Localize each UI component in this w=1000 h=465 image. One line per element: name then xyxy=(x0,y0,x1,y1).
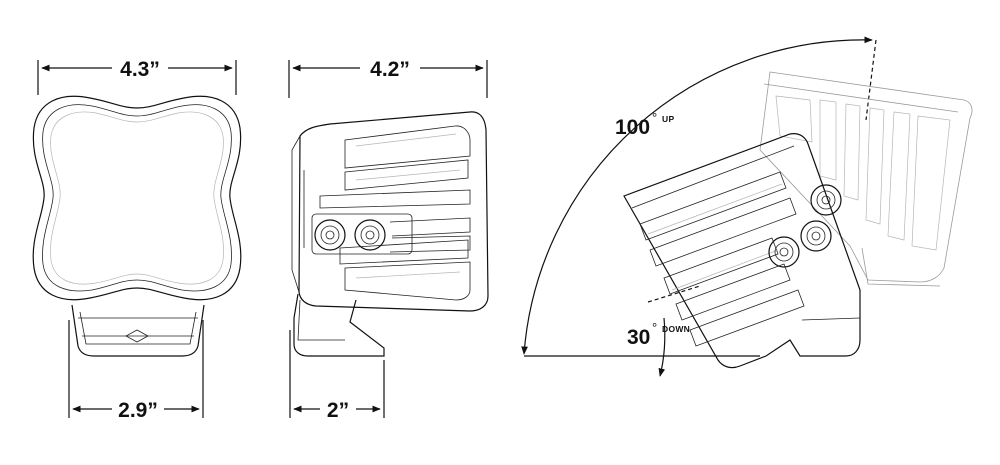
front-lens-inner-ring xyxy=(50,111,224,285)
angle-up-suffix: UP xyxy=(662,114,674,124)
angle-down-suffix: DOWN xyxy=(662,324,690,334)
front-housing-outline xyxy=(32,95,242,301)
angle-up-value: 100 xyxy=(615,116,650,139)
tilt-down-fixture xyxy=(623,133,861,369)
side-housing-outline xyxy=(298,111,489,312)
tilt-bolt-1-icon xyxy=(768,236,800,268)
tilt-up-fixture xyxy=(759,71,973,287)
side-fins xyxy=(319,125,471,301)
angle-down-degree: ° xyxy=(652,320,657,335)
tilt-arc xyxy=(521,36,873,355)
front-mount-bolt-icon xyxy=(125,329,149,343)
tilt-down-axis xyxy=(647,285,701,303)
front-mount-bracket xyxy=(71,304,205,357)
front-mount-width-label: 2.9” xyxy=(118,399,158,422)
angle-down-label: 30 ° DOWN xyxy=(627,320,690,349)
side-mount-depth-label: 2” xyxy=(327,399,349,422)
side-bezel xyxy=(291,135,301,293)
side-view: 4.2” xyxy=(288,58,489,422)
angle-down-value: 30 xyxy=(627,326,650,349)
tilt-bolt-2-icon xyxy=(800,220,832,252)
tilt-view: 100 ° UP 30 ° DOWN xyxy=(521,36,973,377)
side-bolt-1-icon xyxy=(314,219,346,251)
front-width-label: 4.3” xyxy=(120,58,160,81)
side-mount-bracket xyxy=(293,293,385,357)
tilt-down-arrow xyxy=(658,317,666,377)
front-view: 4.3” 2.9” xyxy=(32,58,242,422)
angle-up-degree: ° xyxy=(652,110,657,125)
front-lens-outline xyxy=(42,104,232,292)
side-bolt-2-icon xyxy=(354,219,386,251)
side-bolts xyxy=(311,213,471,255)
side-mount-inner xyxy=(297,299,345,341)
front-mount-inner xyxy=(79,311,197,345)
tilt-bolt-3-icon xyxy=(810,184,842,216)
angle-up-label: 100 ° UP xyxy=(615,110,674,139)
side-depth-label: 4.2” xyxy=(370,58,410,81)
